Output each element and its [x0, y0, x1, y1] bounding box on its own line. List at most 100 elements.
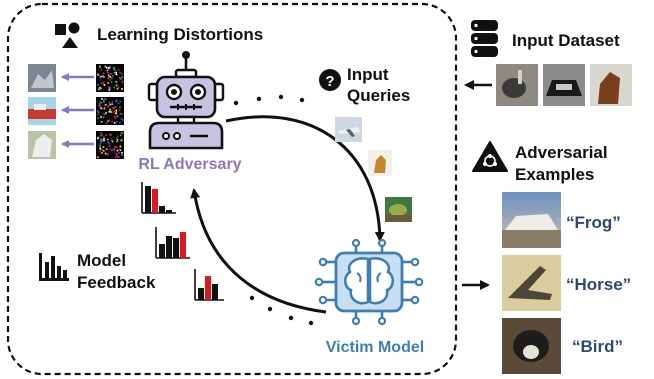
- feedback-flow-arrow: [190, 188, 327, 314]
- noise-dot: [101, 98, 103, 100]
- noise-dot: [108, 68, 111, 70]
- noise-dot: [111, 77, 113, 79]
- noise-dot: [113, 106, 116, 109]
- noise-dot: [109, 79, 111, 81]
- noise-dot: [103, 76, 105, 78]
- noise-dot: [99, 65, 101, 68]
- svg-text:?: ?: [325, 73, 334, 90]
- model-feedback-line1: Model: [77, 251, 126, 270]
- noise-dot: [104, 113, 107, 115]
- distortion-row-cat: [28, 64, 124, 92]
- noise-dot: [114, 145, 117, 148]
- noise-dot: [108, 89, 111, 91]
- input-queries-line2: Queries: [347, 86, 410, 105]
- noise-dot: [120, 118, 123, 120]
- noise-dot: [98, 88, 101, 90]
- noise-dot: [106, 153, 109, 155]
- noise-dot: [110, 81, 113, 83]
- noise-dot: [103, 150, 105, 152]
- adversarial-examples-line2: Examples: [515, 165, 594, 184]
- noise-dot: [108, 75, 110, 78]
- noise-dot: [119, 149, 122, 151]
- dashed-region: [6, 2, 458, 376]
- noise-dot: [109, 147, 112, 150]
- noise-dot: [113, 68, 115, 71]
- distortion-row-boat: [28, 97, 124, 125]
- noise-dot: [105, 111, 107, 114]
- noise-dot: [101, 133, 104, 136]
- noise-dot: [97, 117, 100, 120]
- noise-dot: [100, 87, 102, 90]
- noise-dot: [103, 138, 105, 140]
- noise-dot: [99, 143, 101, 145]
- noise-dot: [109, 75, 111, 78]
- noise-dot: [114, 117, 117, 119]
- query-flow-arrow: [225, 115, 385, 242]
- noise-dot: [107, 74, 110, 77]
- adversarial-label-3: “Bird”: [572, 337, 623, 356]
- noise-dot: [114, 156, 117, 159]
- noise-dot: [116, 138, 119, 141]
- noise-dot: [103, 136, 105, 138]
- noise-dot: [107, 105, 109, 108]
- adversarial-image-airplane: [502, 255, 561, 311]
- noise-dot: [119, 76, 121, 79]
- noise-dot: [100, 132, 102, 134]
- noise-dot: [100, 69, 103, 71]
- noise-dot: [97, 113, 99, 116]
- noise-dot: [101, 151, 103, 154]
- dotted-connector-bottom: [249, 295, 314, 326]
- noise-dot: [97, 73, 100, 75]
- noise-dot: [113, 72, 116, 74]
- noise-dot: [118, 148, 121, 150]
- victim-model-label: Victim Model: [326, 339, 424, 356]
- adversarial-examples-line1: Adversarial: [515, 143, 608, 162]
- noise-dot: [97, 156, 99, 159]
- noise-dot: [119, 78, 122, 80]
- noise-dot: [118, 152, 120, 154]
- noise-dot: [100, 101, 103, 104]
- noise-dot: [100, 76, 102, 78]
- noise-dot: [100, 121, 103, 123]
- noise-dot: [112, 148, 115, 150]
- noise-dot: [103, 99, 105, 101]
- noise-dot: [113, 149, 116, 152]
- noise-dot: [120, 73, 123, 75]
- noise-dot: [108, 119, 111, 122]
- noise-dot: [97, 111, 100, 114]
- distortion-examples: [28, 64, 124, 159]
- noise-dot: [99, 150, 101, 152]
- distortion-row-horse: [28, 131, 124, 159]
- noise-dot: [99, 144, 101, 146]
- noise-dot: [120, 139, 123, 142]
- noise-dot: [112, 67, 115, 69]
- noise-dot: [119, 121, 121, 124]
- noise-dot: [105, 134, 108, 137]
- noise-dot: [109, 66, 111, 69]
- noise-dot: [104, 98, 106, 100]
- noise-dot: [100, 116, 102, 118]
- noise-dot: [107, 82, 109, 84]
- noise-dot: [97, 110, 99, 112]
- noise-dot: [119, 145, 122, 148]
- question-mark-icon: ?: [319, 69, 341, 91]
- dataset-image-horse: [590, 64, 632, 106]
- noise-dot: [116, 140, 119, 143]
- noise-dot: [118, 109, 121, 111]
- query-image-deer: [368, 150, 392, 176]
- noise-dot: [102, 72, 105, 75]
- noise-dot: [115, 71, 118, 74]
- noise-dot: [99, 103, 101, 105]
- brain-chip-icon: [314, 238, 424, 326]
- noise-dot: [100, 141, 103, 143]
- noise-dot: [105, 98, 107, 101]
- noise-dot: [112, 75, 114, 77]
- noise-dot: [104, 65, 107, 68]
- noise-dot: [101, 138, 103, 141]
- dataset-image-car: [543, 64, 585, 106]
- noise-dot: [109, 133, 111, 136]
- input-queries-line1: Input: [347, 65, 389, 84]
- noise-dot: [104, 104, 107, 106]
- model-feedback-line2: Feedback: [77, 273, 156, 292]
- noise-dot: [116, 156, 119, 159]
